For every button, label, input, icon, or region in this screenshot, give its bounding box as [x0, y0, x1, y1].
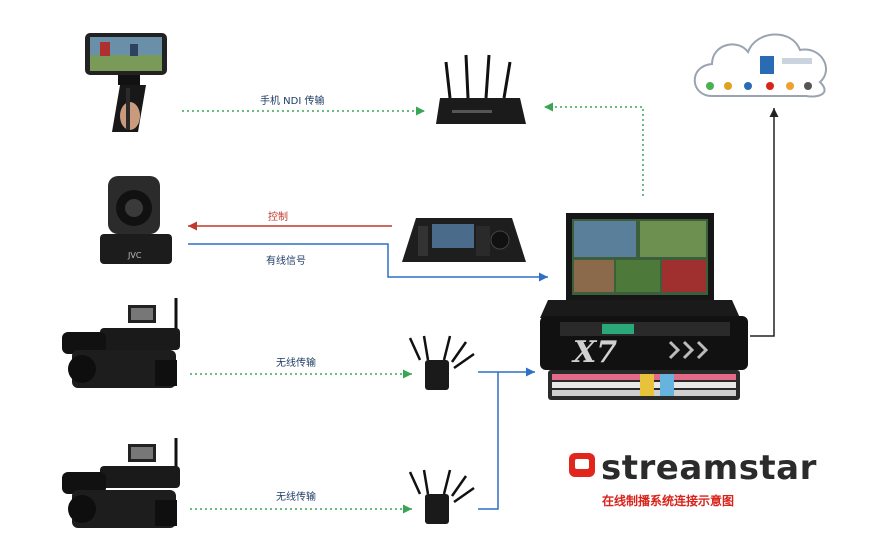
ptz-controller-icon [402, 218, 526, 262]
label-wireless-2: 无线传输 [276, 490, 316, 503]
diagram-subtitle: 在线制播系统连接示意图 [602, 493, 734, 508]
link-switcher-cloud [750, 108, 779, 337]
brand-name: streamstar [601, 448, 817, 488]
label-control: 控制 [268, 210, 288, 223]
label-wireless-1: 无线传输 [276, 356, 316, 369]
camcorder-icon-1 [62, 298, 180, 388]
smartphone-grip-icon [85, 33, 167, 132]
camcorder-icon-2 [62, 438, 180, 528]
ptz-brand-label: JVC [127, 251, 142, 260]
wireless-transmitter-icon-2 [408, 469, 475, 524]
label-wired-signal: 有线信号 [266, 254, 306, 267]
streamstar-logo: streamstar [569, 448, 817, 488]
switcher-model-label: X7 [571, 335, 617, 370]
label-phone-ndi: 手机 NDI 传输 [260, 94, 325, 107]
wireless-transmitter-icon-1 [408, 335, 475, 390]
link-switcher-router [544, 102, 644, 196]
link-wired-signal [188, 243, 548, 282]
link-tx-bus [478, 372, 535, 510]
router-icon [436, 54, 526, 124]
ptz-camera-icon: JVC [100, 176, 172, 264]
cloud-icon [693, 33, 827, 98]
streamstar-x7-switcher-icon: X7 [540, 213, 748, 400]
